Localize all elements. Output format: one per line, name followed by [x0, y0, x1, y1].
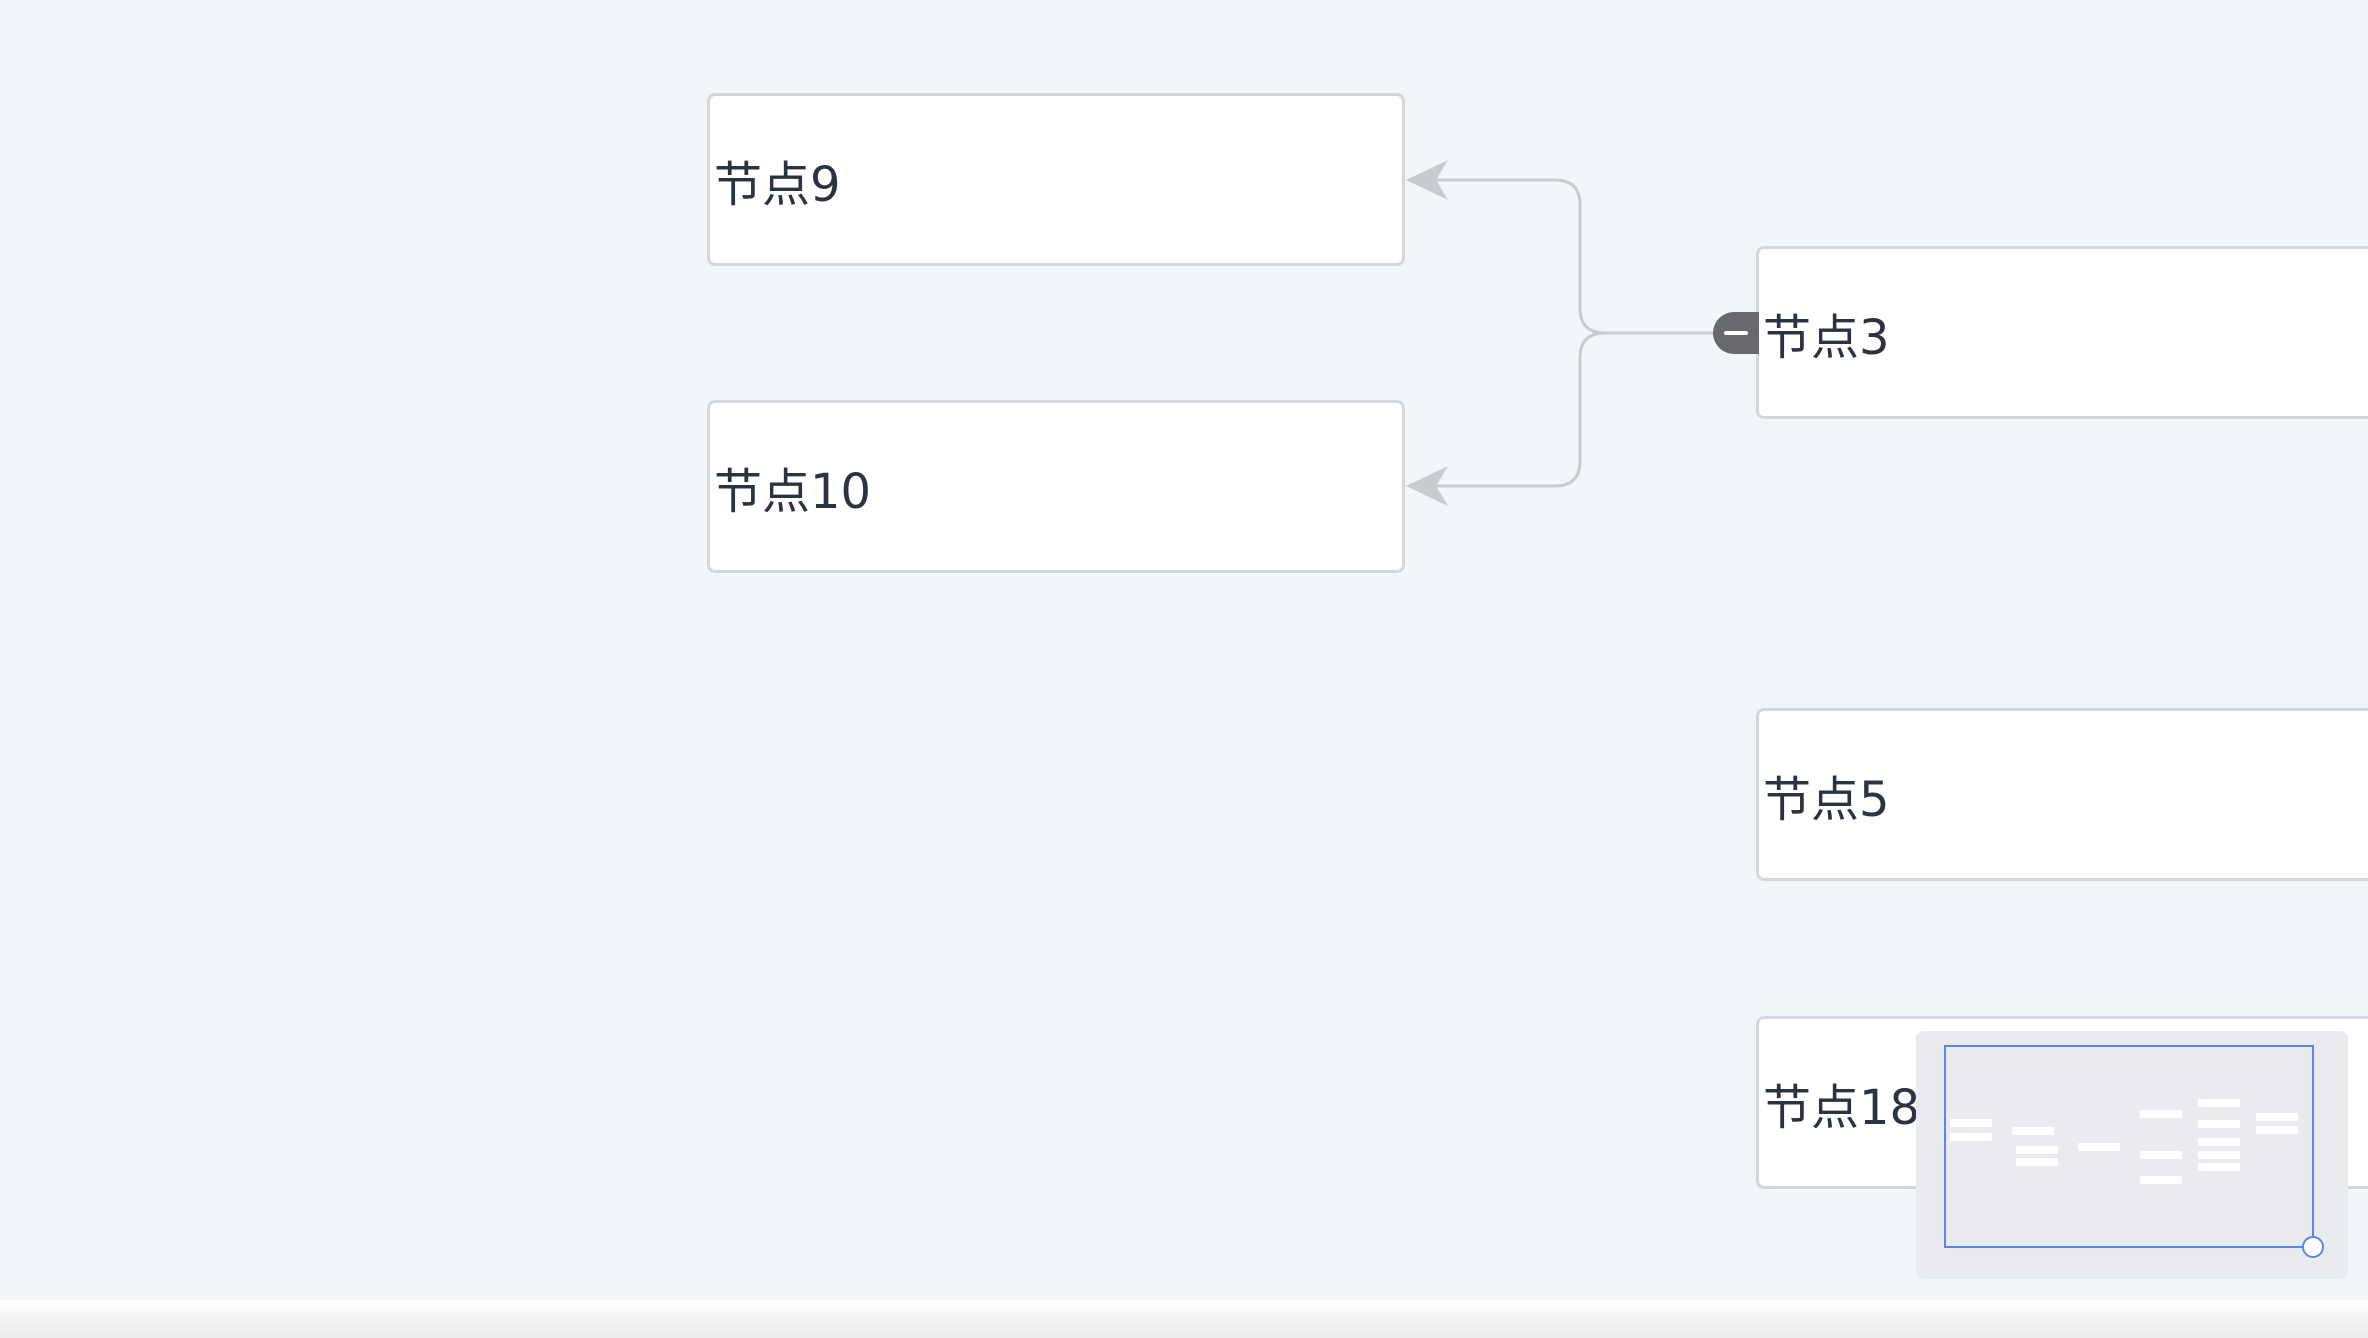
- minimap-node: [2198, 1151, 2240, 1159]
- minimap-resize-handle[interactable]: [2302, 1236, 2324, 1258]
- arrowhead-node10: [1406, 466, 1448, 506]
- arrowhead-node9: [1406, 160, 1448, 200]
- edge-node3-to-node10: [1436, 331, 1713, 488]
- minimap-node: [2198, 1120, 2240, 1128]
- minimap[interactable]: [1916, 1031, 2348, 1279]
- minimap-node: [2016, 1158, 2058, 1166]
- mindmap-canvas[interactable]: 节点9 节点10 节点3 节点5 节点18: [0, 0, 2368, 1300]
- node-label: 节点18: [1763, 1079, 1921, 1136]
- bottom-bar: [0, 1300, 2368, 1338]
- node-label: 节点5: [1763, 771, 1890, 828]
- minimap-node: [2256, 1113, 2298, 1121]
- node-label: 节点10: [714, 463, 872, 520]
- minimap-node: [2198, 1099, 2240, 1107]
- minimap-node: [1950, 1133, 1992, 1141]
- minimap-node: [2198, 1163, 2240, 1171]
- collapse-button[interactable]: [1713, 312, 1759, 354]
- node-label: 节点3: [1763, 309, 1890, 366]
- minimap-viewport[interactable]: [1944, 1045, 2314, 1248]
- minimap-node: [1950, 1119, 1992, 1127]
- node-10[interactable]: 节点10: [707, 400, 1405, 573]
- node-3[interactable]: 节点3: [1756, 246, 2368, 419]
- minimap-node: [2198, 1138, 2240, 1146]
- minimap-node: [2016, 1146, 2058, 1154]
- minimap-node: [2140, 1110, 2182, 1118]
- minimap-node: [2256, 1126, 2298, 1134]
- minimap-node: [2012, 1127, 2054, 1135]
- node-5[interactable]: 节点5: [1756, 708, 2368, 881]
- minus-icon: [1724, 331, 1748, 335]
- minimap-node: [2078, 1143, 2120, 1151]
- node-label: 节点9: [714, 156, 841, 213]
- node-9[interactable]: 节点9: [707, 93, 1405, 266]
- minimap-node: [2140, 1176, 2182, 1184]
- edge-node3-to-node9: [1436, 178, 1713, 335]
- minimap-node: [2140, 1151, 2182, 1159]
